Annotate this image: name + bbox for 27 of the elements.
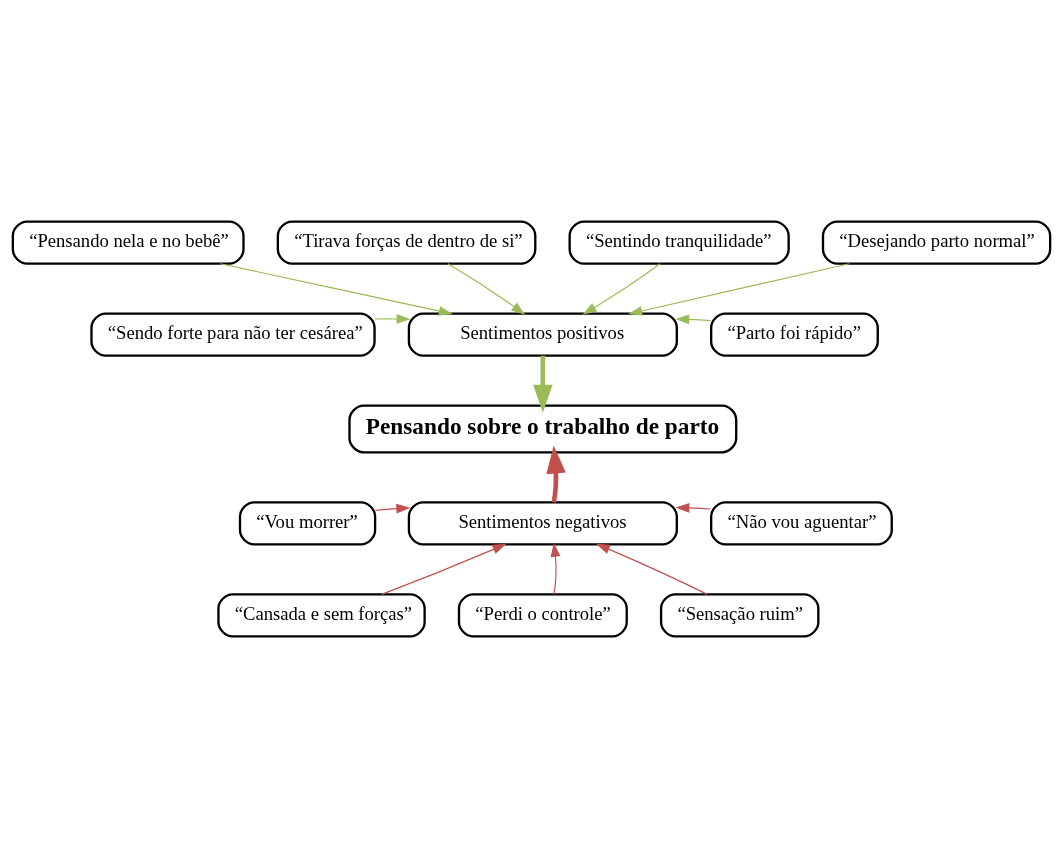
- arrow: [219, 262, 453, 316]
- node-box: “Tirava forças de dentro de si”: [276, 220, 537, 265]
- arrow: [582, 262, 661, 315]
- arrow: [381, 543, 507, 595]
- node-box: “Pensando nela e no bebê”: [11, 220, 245, 265]
- node-box: “Não vou aguentar”: [710, 500, 893, 545]
- arrow: [533, 355, 553, 413]
- node-box: Sentimentos positivos: [407, 312, 678, 357]
- node-box: “Perdi o controle”: [457, 592, 628, 637]
- arrow: [375, 503, 411, 513]
- node-box: “Vou morrer”: [238, 500, 377, 545]
- node-box: “Sendo forte para não ter cesárea”: [90, 312, 376, 357]
- node-box: “Parto foi rápido”: [710, 312, 879, 357]
- arrow: [546, 444, 566, 503]
- arrow: [628, 262, 850, 316]
- node-box: Pensando sobre o trabalho de parto: [348, 404, 738, 453]
- node-box: “Sentindo tranquilidade”: [568, 220, 790, 265]
- arrow: [374, 313, 411, 324]
- arrow: [596, 543, 708, 595]
- arrow: [675, 313, 712, 324]
- arrow: [447, 262, 526, 315]
- node-box: “Cansada e sem forças”: [217, 592, 426, 637]
- arrow: [675, 502, 712, 513]
- arrow: [550, 542, 561, 595]
- node-box: Sentimentos negativos: [407, 500, 678, 545]
- node-box: “Desejando parto normal”: [821, 220, 1052, 265]
- node-box: “Sensação ruim”: [659, 592, 820, 637]
